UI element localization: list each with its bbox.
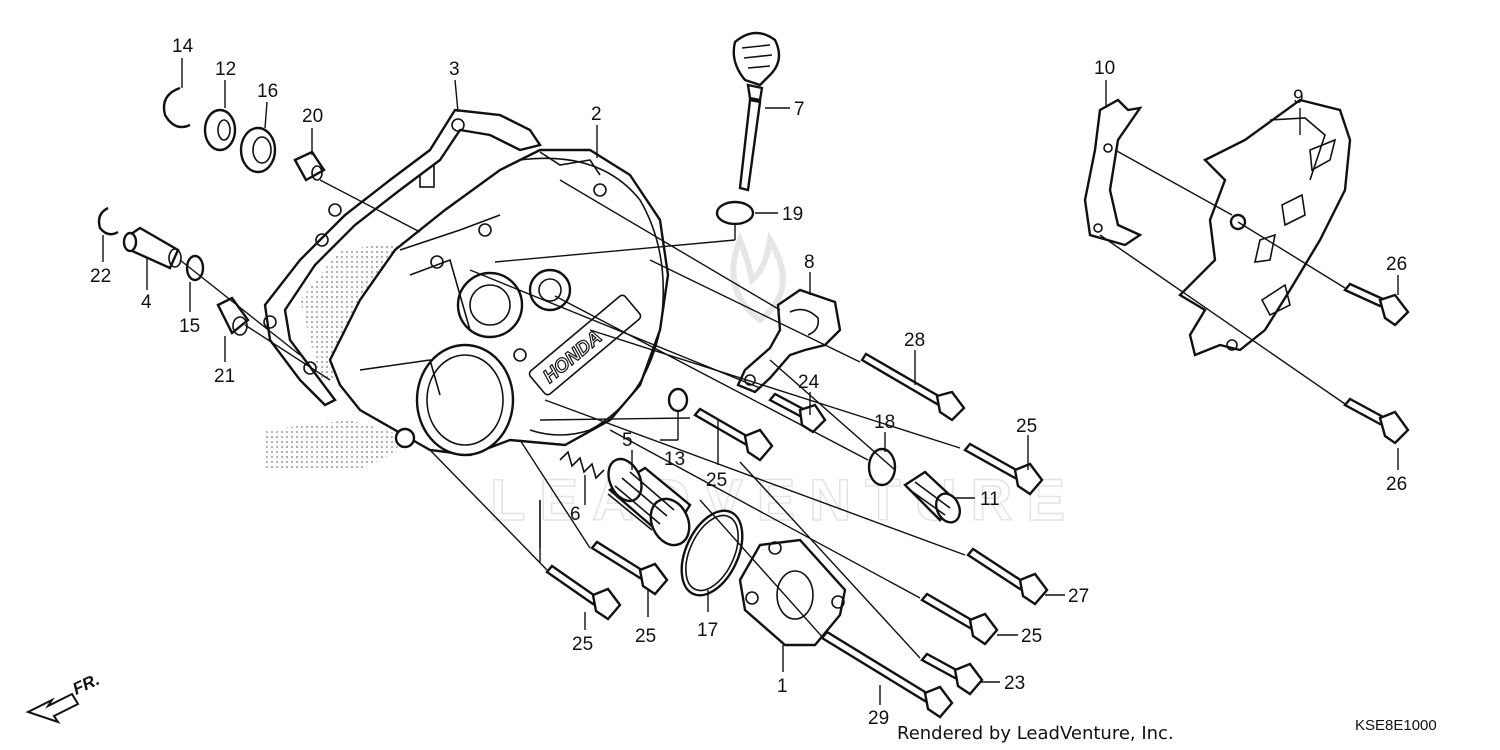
oil-dipstick-7[interactable]: [732, 31, 781, 192]
callout-25-lower-left: 25: [572, 634, 593, 655]
bolt-29[interactable]: [820, 630, 954, 719]
callout-6: 6: [570, 504, 581, 525]
o-ring-17[interactable]: [669, 501, 754, 605]
spring-6[interactable]: [559, 450, 605, 480]
callout-5: 5: [622, 430, 633, 451]
bolt-25c[interactable]: [920, 592, 999, 646]
o-ring-19[interactable]: [715, 200, 755, 226]
bolt-26b[interactable]: [1343, 397, 1410, 445]
callout-19: 19: [782, 204, 803, 225]
front-label: FR.: [70, 670, 103, 699]
bolt-28[interactable]: [860, 352, 966, 422]
callout-8: 8: [804, 252, 815, 273]
shaft-pin-4[interactable]: [122, 226, 182, 270]
callout-16: 16: [257, 81, 278, 102]
circlip-22[interactable]: [97, 206, 119, 236]
leader-lines: [102, 58, 1399, 705]
callout-26-lower: 26: [1386, 474, 1407, 495]
circlip-14[interactable]: [162, 86, 191, 129]
watermark-logo: [730, 231, 786, 324]
callout-15: 15: [179, 316, 200, 337]
callout-11: 11: [980, 489, 1000, 510]
callout-17: 17: [697, 620, 718, 641]
plug-11[interactable]: [903, 470, 964, 526]
dowel-pin-21[interactable]: [216, 296, 250, 336]
callout-18: 18: [874, 412, 895, 433]
oil-filter-5[interactable]: [602, 454, 696, 552]
callout-3: 3: [449, 59, 460, 80]
diagram-code: KSE8E1000: [1355, 717, 1437, 734]
bolt-24[interactable]: [768, 392, 827, 434]
callout-4: 4: [141, 292, 152, 313]
bolt-27[interactable]: [966, 547, 1049, 606]
front-direction-arrow-icon: FR.: [25, 670, 103, 724]
callout-14: 14: [172, 36, 194, 57]
callout-29: 29: [868, 708, 889, 729]
bolt-25d[interactable]: [590, 540, 669, 596]
callout-labels: 14 12 16 20 3 2 7 19 10 9 22 4 15 21 8 2…: [90, 36, 1407, 729]
callout-28: 28: [904, 330, 925, 351]
bolt-25e[interactable]: [545, 564, 622, 621]
callout-25-mid: 25: [706, 470, 727, 491]
gasket-10[interactable]: [1083, 98, 1143, 247]
callout-9: 9: [1293, 87, 1304, 108]
rendered-by-credit: Rendered by LeadVenture, Inc.: [897, 723, 1174, 744]
callout-22: 22: [90, 266, 111, 287]
callout-25-right: 25: [1016, 416, 1037, 437]
o-ring-15[interactable]: [185, 254, 205, 282]
bracket-8[interactable]: [736, 288, 842, 394]
callout-7: 7: [794, 99, 805, 120]
left-crankcase-cover[interactable]: HONDA: [265, 148, 670, 470]
dowel-pin-20[interactable]: [293, 150, 326, 182]
oil-seal-16[interactable]: [239, 126, 277, 174]
callout-1: 1: [777, 676, 788, 697]
callout-21: 21: [214, 366, 235, 387]
callout-26-upper: 26: [1386, 254, 1407, 275]
sprocket-cover-9[interactable]: [1178, 98, 1352, 357]
callout-25-lower-center: 25: [635, 626, 656, 647]
callout-25-lower-right: 25: [1021, 626, 1042, 647]
callout-23: 23: [1004, 673, 1025, 694]
callout-12: 12: [215, 59, 236, 80]
callout-10: 10: [1094, 58, 1115, 79]
callout-24: 24: [798, 372, 820, 393]
callout-27: 27: [1068, 586, 1089, 607]
bolt-25a[interactable]: [693, 407, 774, 462]
filter-cover-1[interactable]: [738, 538, 847, 647]
callout-20: 20: [302, 106, 323, 127]
callout-13: 13: [664, 449, 685, 470]
bolt-23[interactable]: [920, 652, 984, 696]
cover-gasket[interactable]: [263, 108, 542, 407]
washer-13[interactable]: [667, 387, 689, 413]
bolt-26a[interactable]: [1343, 282, 1410, 327]
callout-2: 2: [591, 104, 602, 125]
washer-12[interactable]: [203, 108, 237, 152]
o-ring-18[interactable]: [867, 447, 897, 487]
